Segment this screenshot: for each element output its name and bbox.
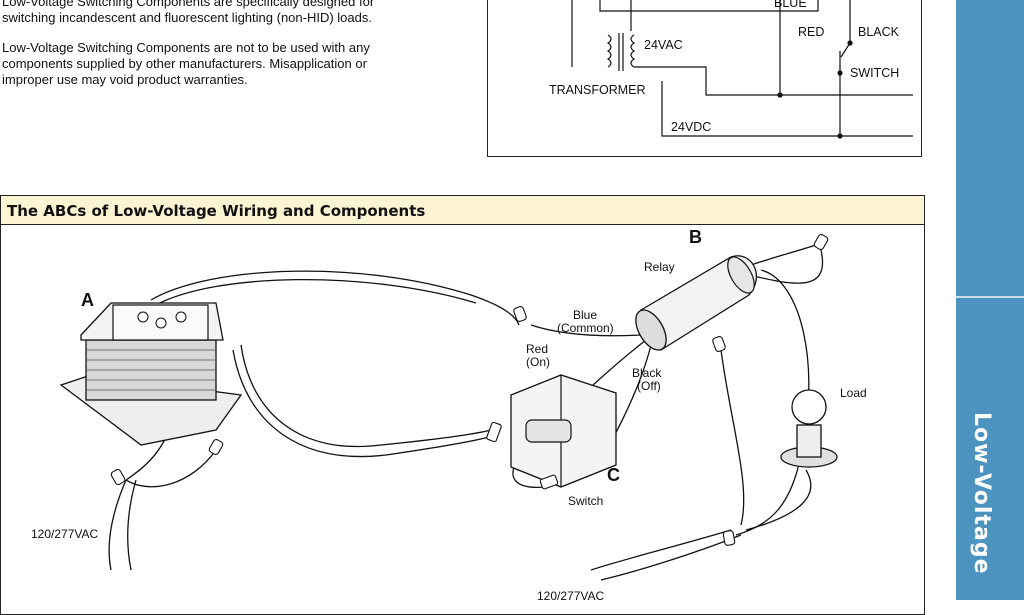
intro-p2-line2: components supplied by other manufacture… [2,56,367,71]
component-letter-c: C [607,465,620,485]
wire-bottom-feed [590,529,732,571]
wire-feed-left-2 [127,479,137,571]
switch-label: Switch [568,494,603,508]
wire-nut-icon [110,468,126,486]
wire-nuts [110,233,829,546]
schematic-drawing: BLUE RED BLACK SWITCH 24VAC TRANSFORMER … [549,0,913,139]
intro-p1-line2: switching incandescent and fluorescent l… [2,10,372,25]
voltage-label-bottom: 120/277VAC [537,589,604,603]
black-wire-label: Black [632,366,662,380]
schematic-wire-24vac [634,66,913,96]
wire-transformer-lead [125,449,217,488]
abc-wiring-illustration: A B C Relay Blue (Common) Red (On) Black… [31,227,867,603]
sidebar-section-label: Low-Voltage [969,412,994,575]
junction-dot [837,133,843,139]
abc-panel-title: The ABCs of Low-Voltage Wiring and Compo… [1,196,924,225]
wire-feed-left [108,479,127,571]
junction-dot [777,92,783,98]
wire-nut-icon [722,530,736,546]
terminal-screw-icon [137,311,149,323]
relay-b [635,255,757,351]
schematic-label-transformer: TRANSFORMER [549,83,646,97]
intro-p2-line3: improper use may void product warranties… [2,72,248,87]
intro-paragraph-2: Low-Voltage Switching Components are not… [2,40,462,88]
transformer-a [59,302,243,446]
schematic-wire-blue [599,0,819,12]
blue-wire-label: Blue [573,308,597,322]
transformer-primary-coil [606,34,612,68]
wire-load-side [720,349,745,526]
intro-paragraph-1: Low-Voltage Switching Components are spe… [2,0,462,26]
wire-transformer-to-switch [240,344,492,448]
black-wire-sublabel: (Off) [637,379,661,393]
section-sidebar: Low-Voltage [956,0,1024,600]
red-wire-sublabel: (On) [526,355,550,369]
wire-blue-common [530,324,642,337]
junction-dot [837,70,843,76]
terminal-screw-icon [175,311,187,323]
intro-p1-line1: Low-Voltage Switching Components are spe… [2,0,375,9]
blue-wire-sublabel: (Common) [557,321,614,335]
red-wire-label: Red [526,342,548,356]
lamp-socket [796,424,822,458]
transformer-secondary-coil [630,34,636,68]
schematic-label-black: BLACK [858,25,900,39]
load-lamp [780,389,838,468]
schematic-wire-24vdc [661,81,913,137]
sidebar-divider [956,296,1024,298]
wire-connector-icon [539,474,559,490]
relay-end-cap-far [727,256,755,294]
intro-text: Low-Voltage Switching Components are spe… [2,0,462,102]
switch-rocker [525,419,572,443]
schematic-label-blue: BLUE [774,0,807,10]
relay-label: Relay [644,260,675,274]
wire-transformer-to-switch-2 [232,349,497,458]
wire-relay-loop [740,249,824,284]
schematic-label-24vac: 24VAC [644,38,683,52]
wire-transformer-to-blue [150,270,520,326]
intro-p2-line1: Low-Voltage Switching Components are not… [2,40,370,55]
switch-contact [840,42,851,58]
component-letter-b: B [689,227,702,247]
wire-relay-top [750,244,817,266]
relay-end-cap [635,309,667,351]
wires [108,244,824,581]
wire-nut-icon [813,233,829,251]
voltage-label-left: 120/277VAC [31,527,98,541]
wire-nut-icon [513,306,527,322]
wire-nut-icon [712,336,726,352]
junction-dot [847,40,853,46]
component-letter-a: A [81,290,94,310]
wiring-schematic: BLUE RED BLACK SWITCH 24VAC TRANSFORMER … [487,0,922,157]
schematic-label-24vdc: 24VDC [671,120,711,134]
wire-connector-icon [486,421,502,443]
schematic-label-red: RED [798,25,824,39]
wire-load-return [745,469,812,531]
wire-transformer-to-blue-2 [155,278,477,306]
wire-bottom-feed-2 [600,534,742,581]
bulb-icon [791,389,827,425]
wire-nut-icon [208,438,224,456]
terminal-screw-icon [155,317,167,329]
abc-wiring-panel: The ABCs of Low-Voltage Wiring and Compo… [0,195,925,615]
schematic-label-switch: SWITCH [850,66,899,80]
load-label: Load [840,386,867,400]
switch-c [510,374,617,488]
